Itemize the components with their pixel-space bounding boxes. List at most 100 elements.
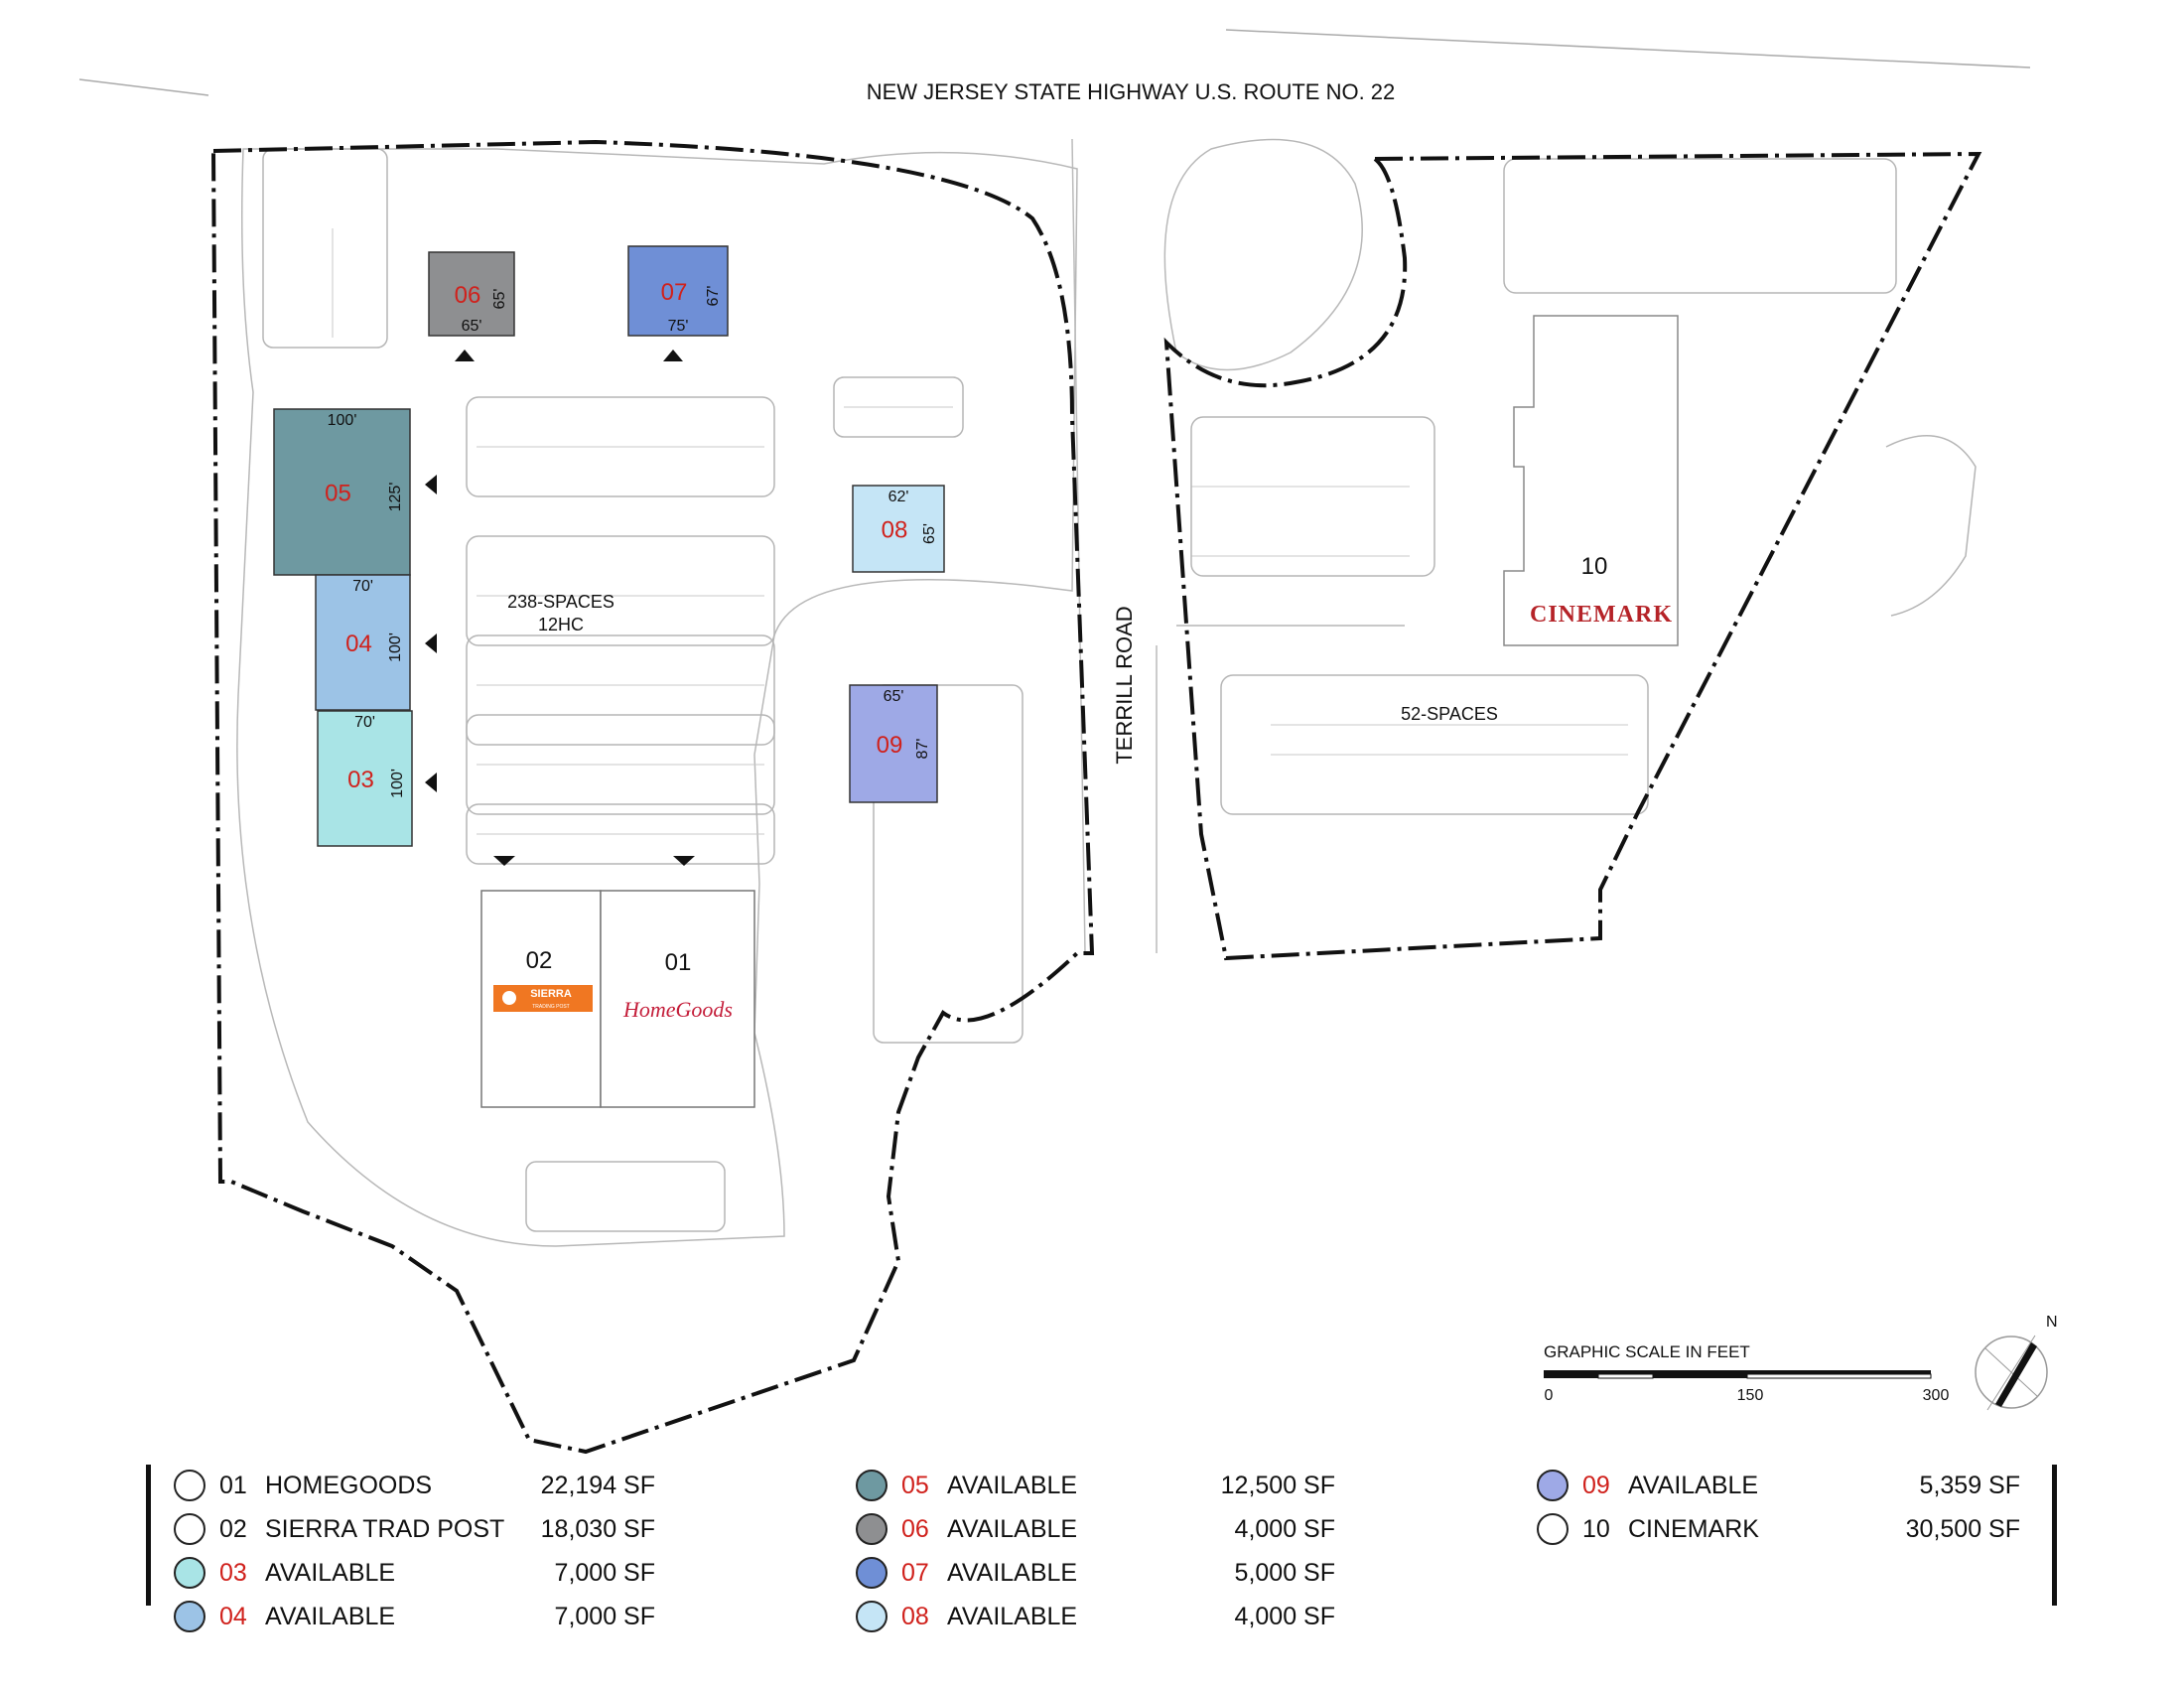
road-edge — [78, 78, 209, 96]
scale-title: GRAPHIC SCALE IN FEET — [1544, 1342, 1750, 1361]
legend-name: AVAILABLE — [265, 1603, 396, 1630]
pad-09[interactable] — [849, 684, 938, 803]
pad-05-side-dim: 125' — [387, 483, 404, 512]
legend-number: 08 — [901, 1603, 929, 1630]
pad-06[interactable] — [428, 251, 515, 337]
anchor-10-label: 10 — [1581, 553, 1608, 580]
scale-tick-150: 150 — [1737, 1387, 1764, 1404]
legend-item-09: 09 AVAILABLE 5,359 SF — [1537, 1470, 2020, 1509]
legend-square-feet: 7,000 SF — [554, 1603, 655, 1630]
homegoods-logo: HomeGoods — [622, 997, 733, 1022]
access-arrows — [425, 350, 695, 866]
roundabout-outline — [1163, 138, 1363, 371]
legend-number: 04 — [219, 1603, 247, 1630]
legend-item-08: 08 AVAILABLE 4,000 SF — [856, 1601, 1335, 1640]
pad-09-top-dim: 65' — [884, 688, 904, 705]
legend-swatch-icon — [856, 1470, 887, 1501]
legend-name: HOMEGOODS — [265, 1472, 433, 1499]
legend-item-10: 10 CINEMARK 30,500 SF — [1537, 1513, 2020, 1553]
anchor-02-label: 02 — [526, 947, 553, 974]
legend-number: 03 — [219, 1559, 247, 1587]
legend-swatch-icon — [856, 1557, 887, 1589]
legend-swatch-icon — [174, 1557, 205, 1589]
legend-number: 02 — [219, 1515, 247, 1543]
cinemark-building — [1503, 315, 1679, 646]
pad-03[interactable] — [317, 710, 413, 847]
pad-09-side-dim: 87' — [914, 739, 931, 760]
pad-09-label: 09 — [877, 732, 903, 759]
legend-square-feet: 30,500 SF — [1905, 1515, 2020, 1543]
legend-item-06: 06 AVAILABLE 4,000 SF — [856, 1513, 1335, 1553]
parking-right-label: 52-SPACES — [1401, 704, 1498, 724]
pad-07[interactable] — [627, 245, 729, 337]
property-boundary — [210, 139, 1982, 1455]
north-label: N — [2046, 1314, 2058, 1331]
legend-square-feet: 7,000 SF — [554, 1559, 655, 1587]
scale-bar — [1544, 1370, 1932, 1379]
pad-03-label: 03 — [347, 767, 374, 793]
sierra-logo-text: SIERRA — [530, 988, 572, 1000]
parking-stall-lines — [332, 228, 1628, 835]
legend-name: AVAILABLE — [947, 1472, 1078, 1499]
pad-08-label: 08 — [882, 517, 908, 544]
right-parking-rows — [1176, 158, 1977, 815]
pad-05[interactable] — [273, 408, 411, 576]
legend-right-bar — [2052, 1465, 2057, 1606]
anchor-01-building — [600, 890, 755, 1108]
legend-number: 01 — [219, 1472, 247, 1499]
pad-07-label: 07 — [661, 279, 688, 306]
pad-05-top-dim: 100' — [328, 412, 357, 429]
pad-04[interactable] — [315, 574, 411, 711]
legend-name: AVAILABLE — [947, 1515, 1078, 1543]
pad-04-top-dim: 70' — [352, 578, 373, 595]
pad-03-side-dim: 100' — [389, 769, 406, 798]
legend-name: SIERRA TRAD POST — [265, 1515, 505, 1543]
highway-edge — [1225, 29, 2031, 69]
pad-08[interactable] — [852, 485, 945, 573]
pad-06-bottom-dim: 65' — [462, 318, 482, 335]
terrill-road-label: TERRILL ROAD — [1112, 606, 1137, 764]
legend-swatch-icon — [1537, 1513, 1569, 1545]
legend-number: 10 — [1582, 1515, 1610, 1543]
scale-tick-0: 0 — [1545, 1387, 1554, 1404]
highway-label: NEW JERSEY STATE HIGHWAY U.S. ROUTE NO. … — [867, 79, 1396, 104]
legend-swatch-icon — [174, 1513, 205, 1545]
anchor-01-label: 01 — [665, 949, 692, 976]
legend-swatch-icon — [1537, 1470, 1569, 1501]
legend-swatch-icon — [174, 1601, 205, 1632]
parking-main-label: 238-SPACES — [507, 592, 614, 612]
legend-number: 07 — [901, 1559, 929, 1587]
legend-left-bar — [146, 1465, 151, 1606]
sierra-logo-subtext: TRADING POST — [532, 1004, 570, 1010]
legend-item-02: 02 SIERRA TRAD POST 18,030 SF — [174, 1513, 655, 1553]
scale-tick-300: 300 — [1923, 1387, 1950, 1404]
legend-square-feet: 4,000 SF — [1234, 1515, 1335, 1543]
legend-swatch-icon — [856, 1601, 887, 1632]
legend-number: 09 — [1582, 1472, 1610, 1499]
legend-square-feet: 5,000 SF — [1234, 1559, 1335, 1587]
legend-item-04: 04 AVAILABLE 7,000 SF — [174, 1601, 655, 1640]
legend-number: 06 — [901, 1515, 929, 1543]
legend-square-feet: 5,359 SF — [1919, 1472, 2020, 1499]
drive-outline — [236, 148, 1078, 1247]
pad-07-side-dim: 67' — [705, 286, 722, 307]
parking-rows — [262, 148, 1024, 1232]
legend-number: 05 — [901, 1472, 929, 1499]
sierra-logo-icon — [502, 991, 516, 1005]
pad-06-side-dim: 65' — [491, 289, 508, 310]
legend-name: AVAILABLE — [1628, 1472, 1759, 1499]
pad-06-label: 06 — [455, 282, 481, 309]
parking-main-hc-label: 12HC — [538, 615, 584, 634]
pad-03-top-dim: 70' — [354, 714, 375, 731]
legend-swatch-icon — [174, 1470, 205, 1501]
pad-08-top-dim: 62' — [888, 489, 909, 505]
pad-04-label: 04 — [345, 631, 372, 657]
north-arrow-icon — [1975, 1335, 2048, 1411]
legend-name: CINEMARK — [1628, 1515, 1759, 1543]
legend-square-feet: 18,030 SF — [540, 1515, 655, 1543]
legend-name: AVAILABLE — [947, 1603, 1078, 1630]
legend-square-feet: 4,000 SF — [1234, 1603, 1335, 1630]
pad-08-side-dim: 65' — [921, 523, 938, 544]
